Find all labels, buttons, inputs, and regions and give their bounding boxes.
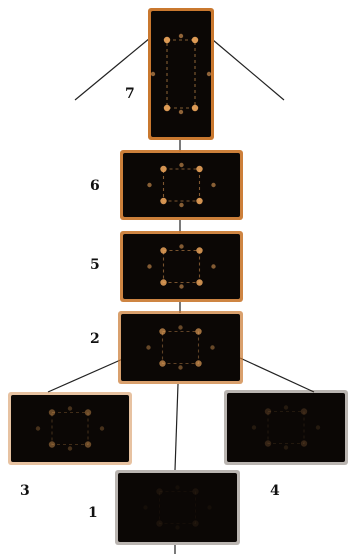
connector-lines: [47, 37, 315, 554]
glow-cell: [143, 505, 148, 510]
glow-cell: [178, 325, 183, 330]
glow-cell: [192, 488, 199, 495]
glow-cell: [160, 279, 167, 286]
line-2-1: [174, 383, 179, 471]
node-4-tile: [224, 390, 348, 465]
node-2-tile: [118, 311, 243, 384]
glow-cell: [146, 345, 151, 350]
glow-cell: [67, 406, 73, 411]
line-7-left: [74, 37, 151, 101]
glow-cell: [156, 520, 163, 527]
node-6-panel: [123, 153, 240, 217]
node-1-panel: [118, 473, 237, 542]
glow-cell: [84, 441, 92, 448]
label-7: 7: [125, 86, 135, 102]
glow-cell: [315, 425, 321, 430]
line-2-4: [239, 357, 315, 393]
glow-cell: [156, 488, 163, 495]
glow-ring: [267, 410, 305, 445]
glow-ring: [162, 249, 201, 284]
label-1: 1: [88, 505, 98, 521]
glow-cell: [179, 202, 184, 208]
glow-cell: [179, 244, 184, 249]
node-3-panel: [11, 395, 129, 462]
glow-cell: [84, 409, 92, 416]
label-5: 5: [90, 257, 100, 273]
node-3-tile: [8, 392, 132, 465]
glow-ring: [161, 330, 200, 365]
glow-cell: [283, 405, 289, 410]
glow-cell: [48, 441, 56, 448]
label-2: 2: [90, 331, 100, 347]
glow-ring: [162, 168, 201, 202]
glow-cell: [147, 182, 152, 188]
node-tiles: [8, 8, 348, 545]
glow-cell: [206, 71, 212, 77]
node-4-panel: [227, 393, 345, 462]
glow-cell: [300, 408, 308, 415]
glow-ring: [158, 490, 197, 525]
node-7-panel: [151, 11, 211, 137]
glow-cell: [196, 279, 203, 286]
glow-cell: [147, 264, 152, 269]
glow-cell: [195, 328, 202, 335]
glow-cell: [283, 445, 289, 450]
glow-cell: [207, 505, 212, 510]
node-5-tile: [120, 231, 243, 302]
glow-cell: [178, 365, 183, 370]
glow-cell: [175, 525, 180, 530]
glow-cell: [264, 440, 272, 447]
node-2-panel: [121, 314, 240, 381]
glow-cell: [159, 360, 166, 367]
glow-cell: [192, 520, 199, 527]
glow-cell: [150, 71, 156, 77]
line-7-right: [212, 39, 285, 101]
glow-cell: [99, 426, 105, 431]
glow-cell: [251, 425, 257, 430]
glow-cell: [179, 162, 184, 168]
glow-cell: [211, 182, 216, 188]
node-5-panel: [123, 234, 240, 299]
glow-cell: [300, 440, 308, 447]
glow-cell: [179, 284, 184, 289]
glow-cell: [178, 109, 184, 115]
node-6-tile: [120, 150, 243, 220]
glow-ring: [51, 411, 89, 446]
glow-cell: [211, 264, 216, 269]
glow-cell: [210, 345, 215, 350]
label-4: 4: [270, 483, 280, 499]
glow-ring: [166, 39, 196, 109]
glow-cell: [48, 409, 56, 416]
glow-cell: [175, 485, 180, 490]
glow-cell: [178, 33, 184, 39]
node-1-tile: [115, 470, 240, 545]
label-6: 6: [90, 178, 100, 194]
glow-cell: [160, 247, 167, 254]
glow-cell: [67, 446, 73, 451]
glow-cell: [191, 36, 199, 44]
line-2-3: [47, 357, 126, 393]
glow-cell: [163, 104, 171, 112]
glow-cell: [264, 408, 272, 415]
node-7-tile: [148, 8, 214, 140]
glow-cell: [196, 247, 203, 254]
label-3: 3: [20, 483, 30, 499]
glow-cell: [35, 426, 41, 431]
glow-cell: [159, 328, 166, 335]
glow-cell: [195, 360, 202, 367]
